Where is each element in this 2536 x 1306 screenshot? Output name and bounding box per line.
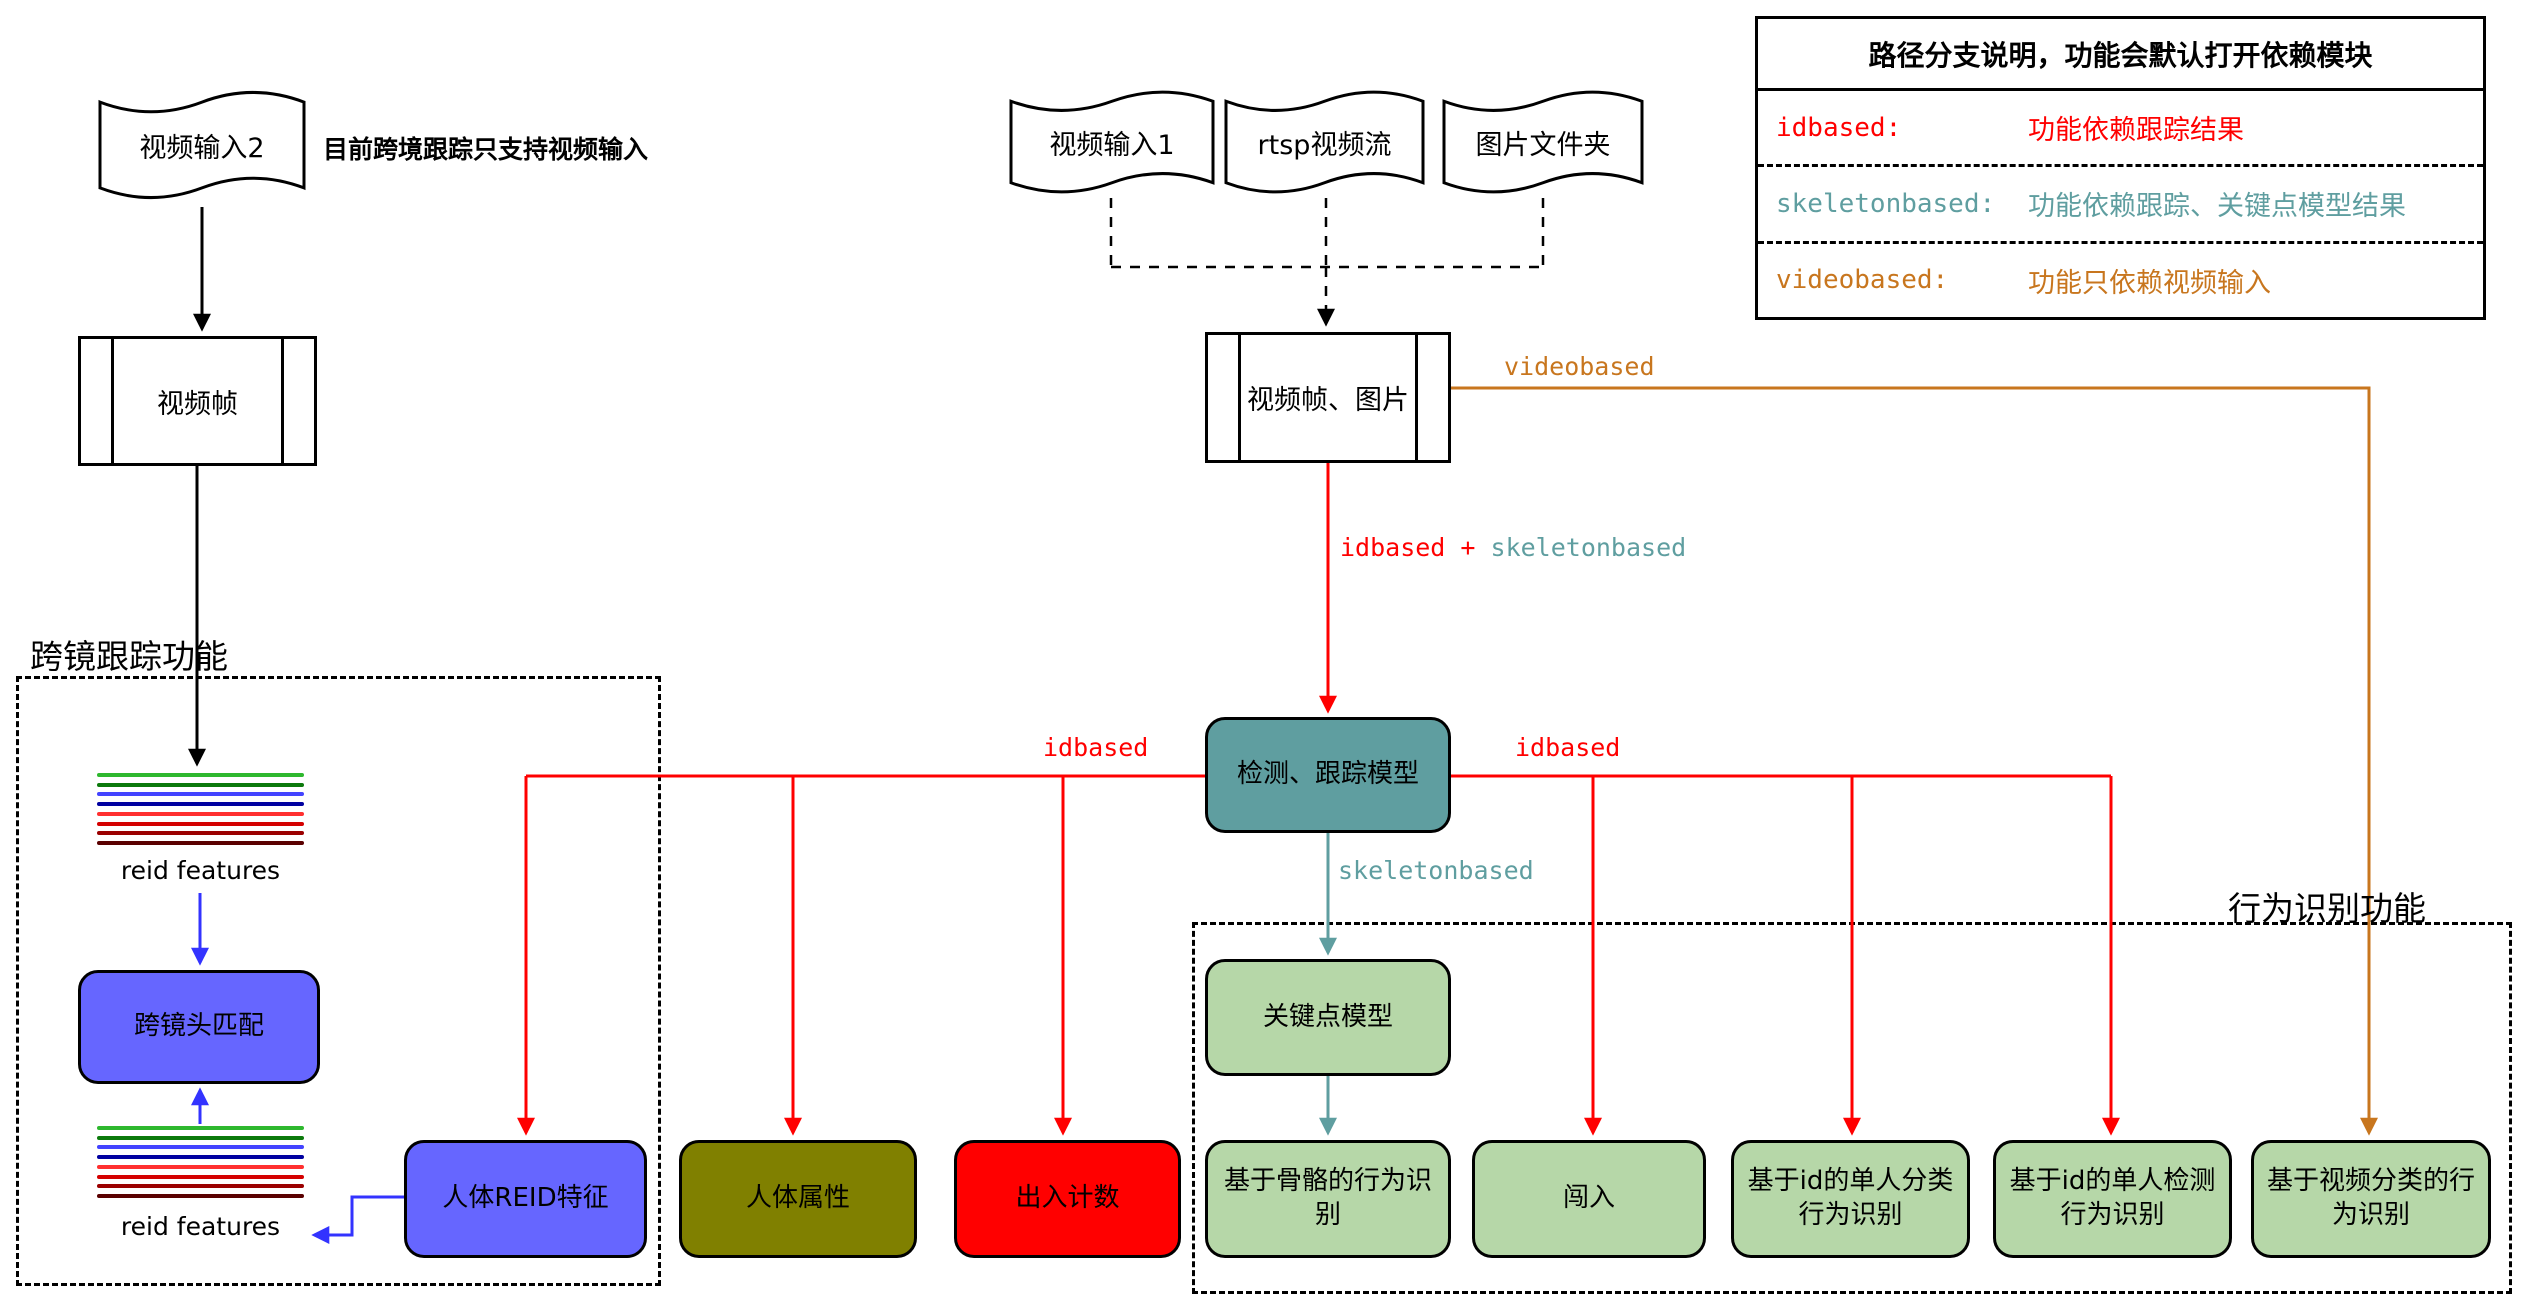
legend-panel: 路径分支说明，功能会默认打开依赖模块 idbased: 功能依赖跟踪结果 ske… [1755,16,2486,320]
edge-label-idbased-part: idbased + [1340,533,1491,562]
node-reid-feature: 人体REID特征 [404,1140,647,1258]
node-label: 基于视频分类的行为识别 [2266,1166,2475,1230]
edge-label-skeletonbased-part: skeletonbased [1490,533,1687,562]
node-label: 人体属性 [745,1183,850,1214]
node-cross-camera-match: 跨镜头匹配 [78,970,320,1084]
edge-label-skeletonbased: skeletonbased [1338,856,1534,885]
node-label: 人体REID特征 [442,1183,609,1214]
legend-keyword-idbased: idbased: [1776,112,1902,143]
node-intrusion: 闯入 [1472,1140,1706,1258]
reid-features-label-bottom: reid features [120,1212,281,1241]
node-label: 基于id的单人检测行为识别 [2009,1166,2216,1230]
node-label: 闯入 [1562,1183,1615,1214]
node-in-out-count: 出入计数 [954,1140,1181,1258]
section-label-mtmct: 跨镜跟踪功能 [30,637,228,676]
node-skeleton-action: 基于骨骼的行为识别 [1205,1140,1451,1258]
section-label-action: 行为识别功能 [2228,889,2426,928]
tape-shape [1011,86,1213,198]
tape-shape [1444,86,1642,198]
doc-label: 视频输入1 [1049,129,1175,161]
node-det-track-model: 检测、跟踪模型 [1205,717,1451,833]
node-id-cls-action: 基于id的单人分类行为识别 [1731,1140,1970,1258]
doc-label: rtsp视频流 [1257,129,1392,161]
legend-desc-skeletonbased: 功能依赖跟踪、关键点模型结果 [2028,191,2406,223]
legend-row-videobased: videobased: 功能只依赖视频输入 [1758,244,2483,317]
doc-rtsp-stream: rtsp视频流 [1226,86,1423,198]
box-video-frame: 视频帧 [78,336,317,466]
reid-features-icon-2 [97,1126,304,1198]
box-video-frame-image: 视频帧、图片 [1205,332,1451,463]
edge-label-videobased: videobased [1504,352,1655,381]
edge-label-idbased-left: idbased [1043,733,1149,762]
mtmct-section-box [16,676,661,1286]
node-label: 关键点模型 [1262,1001,1393,1032]
edge-label-idbased-skeletonbased: idbased + skeletonbased [1340,533,1686,562]
tape-shape [100,86,304,204]
node-label: 基于骨骼的行为识别 [1223,1166,1432,1230]
doc-video-input-1: 视频输入1 [1011,86,1213,198]
doc-video-input-2: 视频输入2 [100,86,304,204]
legend-desc-idbased: 功能依赖跟踪结果 [2028,115,2244,147]
node-label: 检测、跟踪模型 [1236,759,1419,790]
node-label: 出入计数 [1015,1183,1120,1214]
edge-label-idbased-right: idbased [1515,733,1621,762]
node-human-attr: 人体属性 [679,1140,917,1258]
node-id-det-action: 基于id的单人检测行为识别 [1993,1140,2232,1258]
legend-title: 路径分支说明，功能会默认打开依赖模块 [1758,19,2483,91]
box-label: 视频帧 [157,388,238,420]
doc-label: 图片文件夹 [1475,129,1611,161]
video2-note: 目前跨境跟踪只支持视频输入 [323,135,649,164]
node-video-cls-action: 基于视频分类的行为识别 [2251,1140,2491,1258]
tape-shape [1226,86,1423,198]
reid-features-label-top: reid features [120,856,281,885]
box-label: 视频帧、图片 [1247,385,1409,416]
doc-label: 视频输入2 [139,132,265,164]
legend-keyword-skeletonbased: skeletonbased: [1776,188,1996,219]
legend-keyword-videobased: videobased: [1776,265,1949,296]
legend-desc-videobased: 功能只依赖视频输入 [2028,267,2271,299]
node-label: 基于id的单人分类行为识别 [1747,1166,1954,1230]
reid-features-icon [97,773,304,845]
doc-image-folder: 图片文件夹 [1444,86,1642,198]
legend-row-idbased: idbased: 功能依赖跟踪结果 [1758,91,2483,168]
node-keypoint-model: 关键点模型 [1205,959,1451,1076]
legend-row-skeletonbased: skeletonbased: 功能依赖跟踪、关键点模型结果 [1758,167,2483,244]
node-label: 跨镜头匹配 [133,1011,264,1042]
